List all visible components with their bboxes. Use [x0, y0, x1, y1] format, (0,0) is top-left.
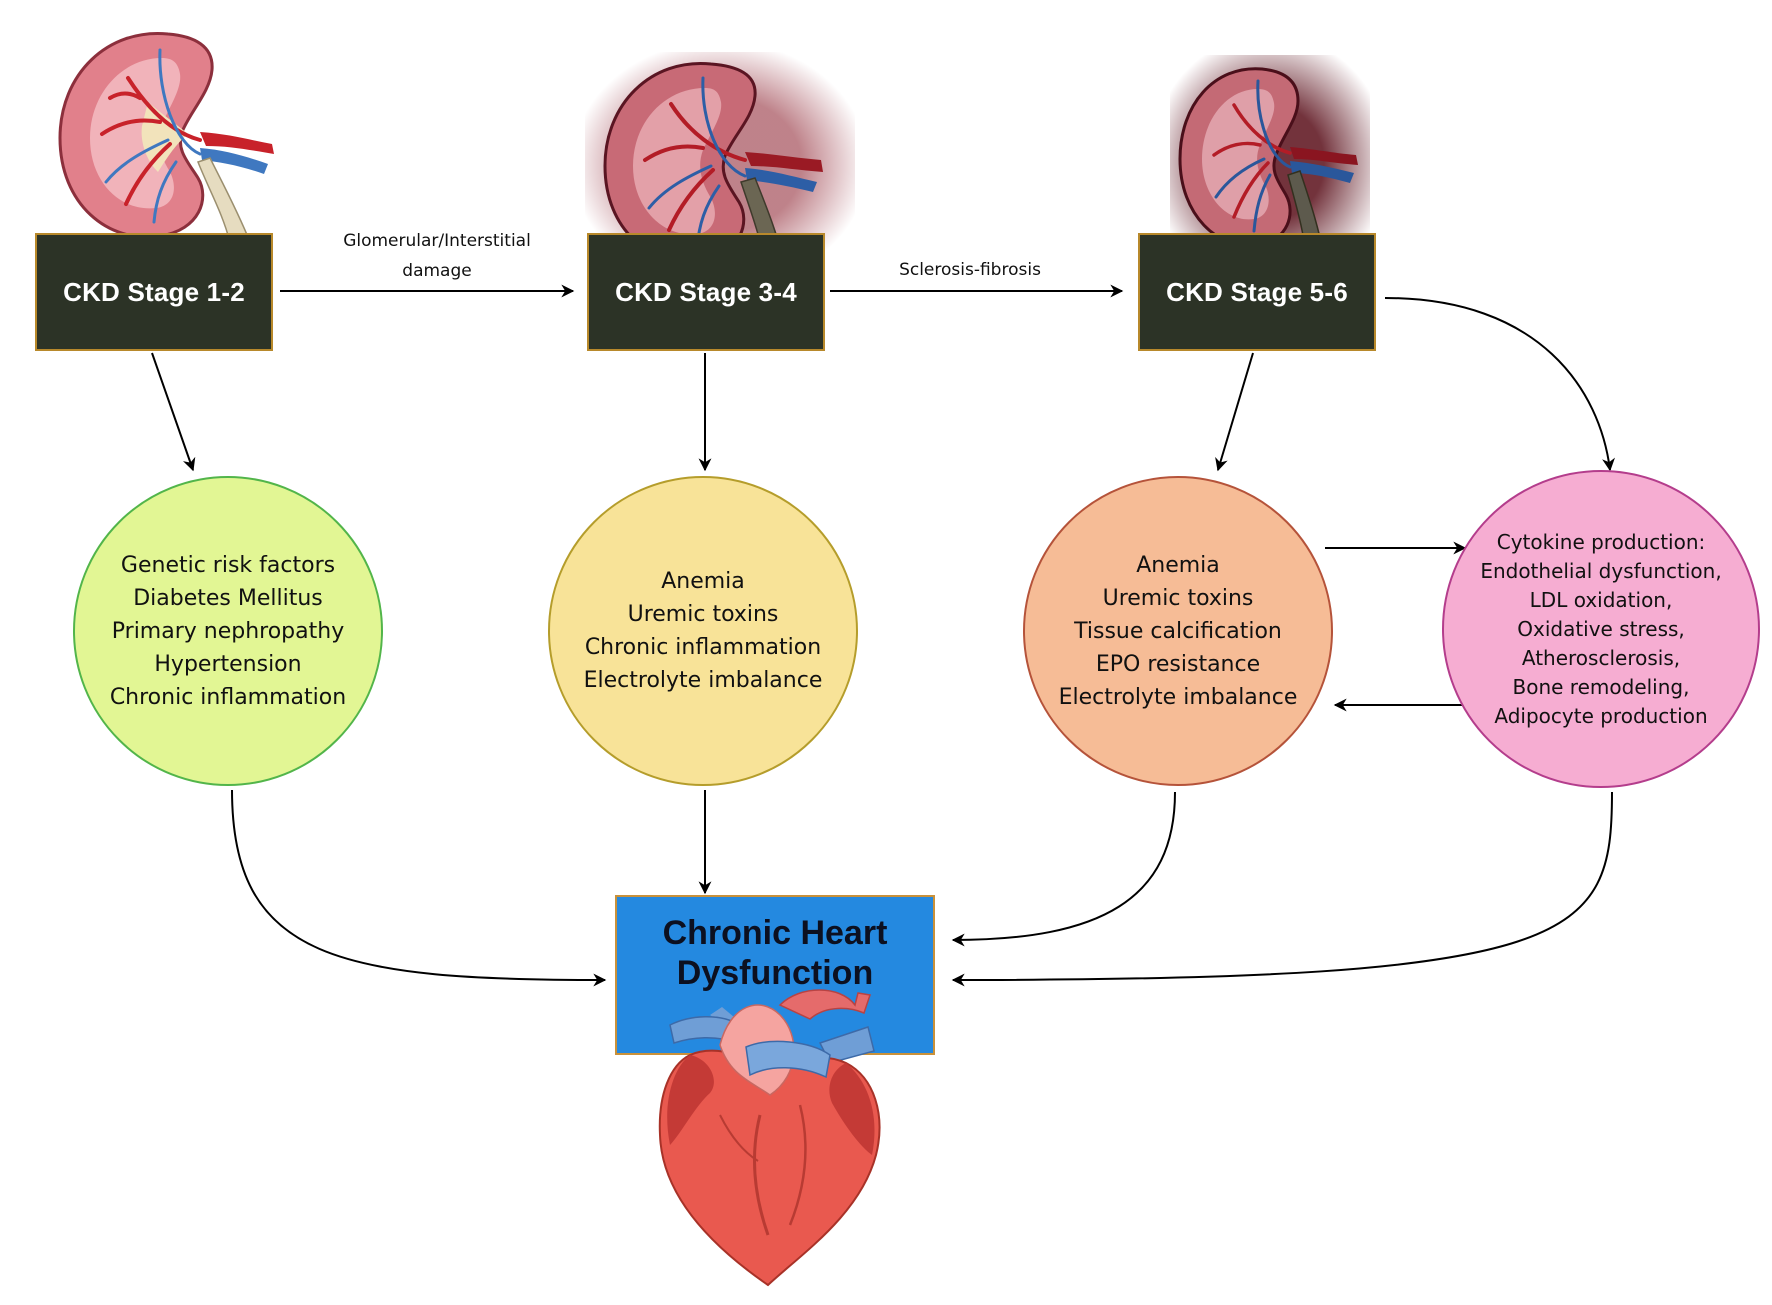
factor-line: LDL oxidation,	[1529, 587, 1673, 612]
factor-line: Oxidative stress,	[1517, 616, 1685, 641]
factor-line: Anemia	[661, 569, 745, 594]
stage-label: CKD Stage 3-4	[615, 276, 797, 307]
factor-line: Chronic inflammation	[109, 684, 347, 710]
transition-line: Glomerular/Interstitial	[343, 231, 531, 251]
factor-line: Uremic toxins	[1102, 585, 1254, 611]
stage-box-3: CKD Stage 5-6	[1138, 233, 1376, 351]
factor-line: Diabetes Mellitus	[133, 585, 323, 611]
stage-box-2: CKD Stage 3-4	[587, 233, 825, 351]
factor-line: EPO resistance	[1095, 651, 1261, 677]
factor-line: Endothelial dysfunction,	[1480, 558, 1722, 583]
outcome-title-line: Chronic Heart	[662, 914, 888, 952]
transition-label-1: Glomerular/Interstitial damage	[320, 226, 554, 286]
stage-label: CKD Stage 1-2	[63, 276, 245, 307]
stage-label: CKD Stage 5-6	[1166, 276, 1348, 307]
stage-box-1: CKD Stage 1-2	[35, 233, 273, 351]
arrow-circle3-to-outcome	[951, 791, 1176, 947]
arrow-stage3-to-circle4	[1384, 297, 1615, 472]
arrow-circle1-to-outcome	[231, 789, 607, 987]
transition-label-2: Sclerosis-fibrosis	[860, 255, 1080, 285]
factor-line: Anemia	[1136, 552, 1220, 578]
transition-line: damage	[402, 261, 472, 281]
arrow-stage3-to-circle3	[1215, 352, 1254, 472]
kidney-icon	[58, 31, 274, 242]
factor-line: Adipocyte production	[1494, 703, 1708, 728]
heart-icon	[658, 989, 881, 1287]
factors-circle-3: Anemia Uremic toxins Tissue calcificatio…	[1023, 476, 1333, 786]
factor-line: Bone remodeling,	[1512, 674, 1690, 699]
factor-line: Primary nephropathy	[111, 618, 345, 644]
factors-circle-4: Cytokine production: Endothelial dysfunc…	[1442, 470, 1760, 788]
outcome-title-line: Dysfunction	[676, 954, 874, 992]
factors-circle-2: Anemia Uremic toxins Chronic inflammatio…	[548, 476, 858, 786]
arrow-circle4-to-outcome	[951, 791, 1613, 987]
factor-line: Hypertension	[154, 651, 302, 677]
factor-line: Electrolyte imbalance	[1058, 684, 1298, 710]
factor-line: Electrolyte imbalance	[583, 668, 823, 693]
arrow-stage1-to-circle1	[151, 352, 196, 472]
factors-circle-1: Genetic risk factors Diabetes Mellitus P…	[73, 476, 383, 786]
factor-line: Atherosclerosis,	[1521, 645, 1681, 670]
factor-line: Chronic inflammation	[584, 635, 822, 660]
factor-line: Tissue calcification	[1074, 618, 1282, 644]
factor-line: Uremic toxins	[627, 602, 779, 627]
factor-line: Genetic risk factors	[120, 552, 336, 578]
factor-line: Cytokine production:	[1496, 529, 1706, 554]
transition-line: Sclerosis-fibrosis	[899, 260, 1041, 280]
